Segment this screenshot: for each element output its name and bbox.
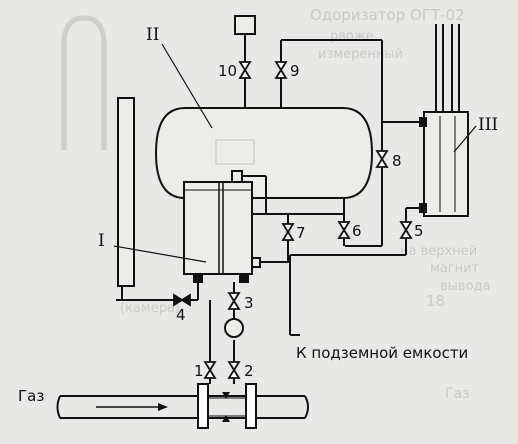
- valve-2-icon-lower: [227, 368, 241, 379]
- valve-6-icon-lower: [337, 228, 351, 239]
- label-I: I: [98, 231, 105, 251]
- ghost-line-7: 18: [426, 292, 445, 310]
- valve-3-icon: [227, 292, 241, 303]
- valve-5-icon-lower: [399, 228, 413, 239]
- valve-10-icon-lower: [238, 68, 252, 79]
- leader-lines: [113, 43, 477, 263]
- label-valve-7: 7: [296, 224, 306, 242]
- label-valve-4: 4: [176, 306, 186, 324]
- ghost-line-4: магнит: [430, 261, 480, 276]
- ghost-line-8: Газ: [445, 386, 470, 402]
- label-valve-3: 3: [244, 294, 254, 312]
- valve-5-icon: [399, 221, 413, 232]
- label-valve-6: 6: [352, 222, 362, 240]
- valve-6-icon: [337, 221, 351, 232]
- ghost-line-6: (камера): [120, 301, 180, 316]
- ghost-line-5: вывода: [440, 279, 491, 294]
- label-valve-2: 2: [244, 362, 254, 380]
- unit-I: [183, 170, 261, 283]
- valve-8-icon: [375, 150, 389, 161]
- valves: [173, 61, 413, 379]
- gas-pipeline: [56, 383, 309, 429]
- line-unit-I-to-pipeline: [224, 282, 244, 338]
- unit-III: [419, 24, 469, 217]
- ghost-line-1: рвоже: [330, 29, 374, 44]
- label-valve-10: 10: [218, 62, 237, 80]
- label-valve-1: 1: [194, 362, 204, 380]
- valve-3-icon-lower: [227, 299, 241, 310]
- valve-8-icon-lower: [375, 157, 389, 168]
- ghost-tube: [61, 15, 107, 150]
- valve-2-icon: [227, 361, 241, 372]
- ghost-header: Одоризатор ОГТ-02: [310, 6, 465, 24]
- line-to-underground-tank: [260, 255, 300, 336]
- ghost-line-2: измеренный: [318, 47, 403, 62]
- background-bleed-text: Одоризатор ОГТ-02 рвоже измеренный на ве…: [120, 6, 491, 402]
- valve-7-icon-lower: [281, 230, 295, 241]
- label-III: III: [478, 115, 498, 135]
- label-II: II: [146, 25, 159, 45]
- equalizing-line-9: [280, 39, 383, 247]
- valve-4-icon-right: [180, 293, 191, 307]
- top-instrument-box: [234, 15, 256, 35]
- valve-4-icon: [173, 293, 184, 307]
- valve-9-icon-lower: [274, 68, 288, 79]
- valve-1-icon: [203, 361, 217, 372]
- vent-column: [117, 97, 135, 300]
- tank-II-inner-ghost: [215, 139, 255, 165]
- valve-7-icon: [281, 223, 295, 234]
- label-underground-tank: К подземной емкости: [296, 344, 468, 362]
- valve-10-icon: [238, 61, 252, 72]
- label-valve-8: 8: [392, 152, 402, 170]
- label-gas: Газ: [18, 387, 44, 405]
- valve-1-icon-lower: [203, 368, 217, 379]
- flow-indicator: [224, 318, 244, 338]
- pipeline-taps: [209, 300, 235, 384]
- label-valve-5: 5: [414, 222, 424, 240]
- label-valve-9: 9: [290, 62, 300, 80]
- ghost-line-3: на верхней: [400, 244, 477, 259]
- valve-9-icon: [274, 61, 288, 72]
